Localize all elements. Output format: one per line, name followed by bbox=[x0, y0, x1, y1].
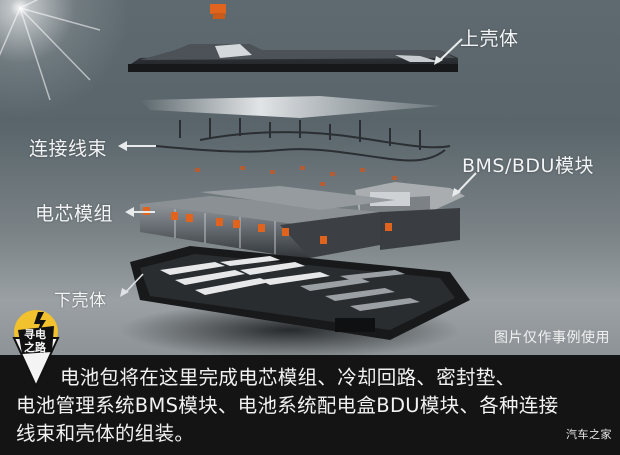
label-wiring-harness: 连接线束 bbox=[29, 138, 108, 160]
caption-panel: 电池包将在这里完成电芯模组、冷却回路、密封垫、 电池管理系统BMS模块、电池系统… bbox=[0, 355, 620, 455]
label-lower-shell: 下壳体 bbox=[54, 291, 107, 311]
scene-background: 上壳体 连接线束 BMS/BDU模块 电芯模组 下壳体 图片仅作事例使用 bbox=[0, 0, 620, 355]
label-bms-bdu-module: BMS/BDU模块 bbox=[462, 155, 594, 177]
lower-shell-part bbox=[120, 246, 470, 355]
wiring-harness-part bbox=[154, 118, 451, 162]
image-disclaimer-watermark: 图片仅作事例使用 bbox=[494, 330, 610, 346]
cell-modules-part bbox=[140, 186, 460, 260]
arrow-icon bbox=[120, 273, 144, 297]
badge-text-line2: 之路 bbox=[24, 340, 47, 354]
source-credit: 汽车之家 bbox=[566, 428, 612, 441]
upper-shell-part bbox=[128, 4, 458, 72]
caption-line-1: 电池包将在这里完成电芯模组、冷却回路、密封垫、 bbox=[60, 366, 516, 389]
label-cell-module: 电芯模组 bbox=[35, 203, 114, 225]
arrow-icon bbox=[452, 172, 477, 197]
battery-exploded-illustration bbox=[120, 4, 470, 355]
connector-clips bbox=[195, 166, 397, 186]
badge-text-line1: 寻电 bbox=[24, 327, 46, 341]
cooling-plate-part bbox=[140, 96, 440, 118]
arrow-icon bbox=[125, 207, 155, 217]
caption-line-2: 电池管理系统BMS模块、电池系统配电盒BDU模块、各种连接 bbox=[16, 394, 559, 417]
label-upper-shell: 上壳体 bbox=[460, 28, 519, 50]
series-logo-badge: 寻电 之路 bbox=[12, 310, 60, 388]
caption-line-3: 线束和壳体的组装。 bbox=[16, 422, 195, 445]
arrow-icon bbox=[434, 38, 463, 65]
arrow-icon bbox=[118, 141, 156, 151]
